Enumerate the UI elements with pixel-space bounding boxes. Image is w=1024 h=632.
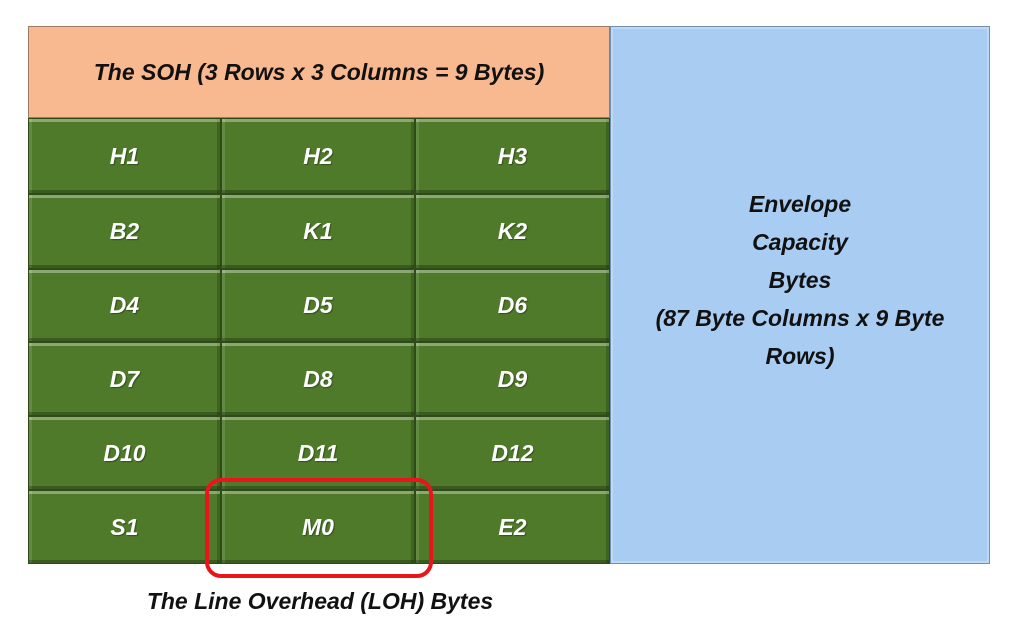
envelope-line-5: Rows) — [765, 343, 835, 369]
byte-cell-d11: D11 — [221, 416, 415, 490]
envelope-capacity-block: Envelope Capacity Bytes (87 Byte Columns… — [610, 26, 990, 564]
byte-cell-k1: K1 — [221, 194, 415, 269]
byte-cell-d8: D8 — [221, 342, 415, 416]
byte-cell-e2: E2 — [415, 490, 610, 564]
byte-cell-h2: H2 — [221, 118, 415, 194]
envelope-line-1: Envelope — [748, 191, 852, 217]
soh-header-label: The SOH (3 Rows x 3 Columns = 9 Bytes) — [93, 58, 545, 85]
byte-cell-s1: S1 — [28, 490, 221, 564]
byte-cell-d12: D12 — [415, 416, 610, 490]
byte-cell-d6: D6 — [415, 269, 610, 342]
byte-cell-k2: K2 — [415, 194, 610, 269]
envelope-line-2: Capacity — [752, 229, 848, 255]
envelope-line-3: Bytes — [768, 267, 832, 293]
byte-cell-m0: M0 — [221, 490, 415, 564]
soh-header: The SOH (3 Rows x 3 Columns = 9 Bytes) — [28, 26, 610, 118]
byte-cell-d5: D5 — [221, 269, 415, 342]
envelope-line-4: (87 Byte Columns x 9 Byte — [655, 305, 945, 331]
byte-cell-b2: B2 — [28, 194, 221, 269]
byte-cell-h1: H1 — [28, 118, 221, 194]
byte-cell-d4: D4 — [28, 269, 221, 342]
byte-cell-d7: D7 — [28, 342, 221, 416]
byte-cell-d9: D9 — [415, 342, 610, 416]
loh-caption: The Line Overhead (LOH) Bytes — [146, 588, 494, 614]
envelope-capacity-text: Envelope Capacity Bytes (87 Byte Columns… — [656, 185, 945, 375]
byte-cell-d10: D10 — [28, 416, 221, 490]
byte-cell-h3: H3 — [415, 118, 610, 194]
